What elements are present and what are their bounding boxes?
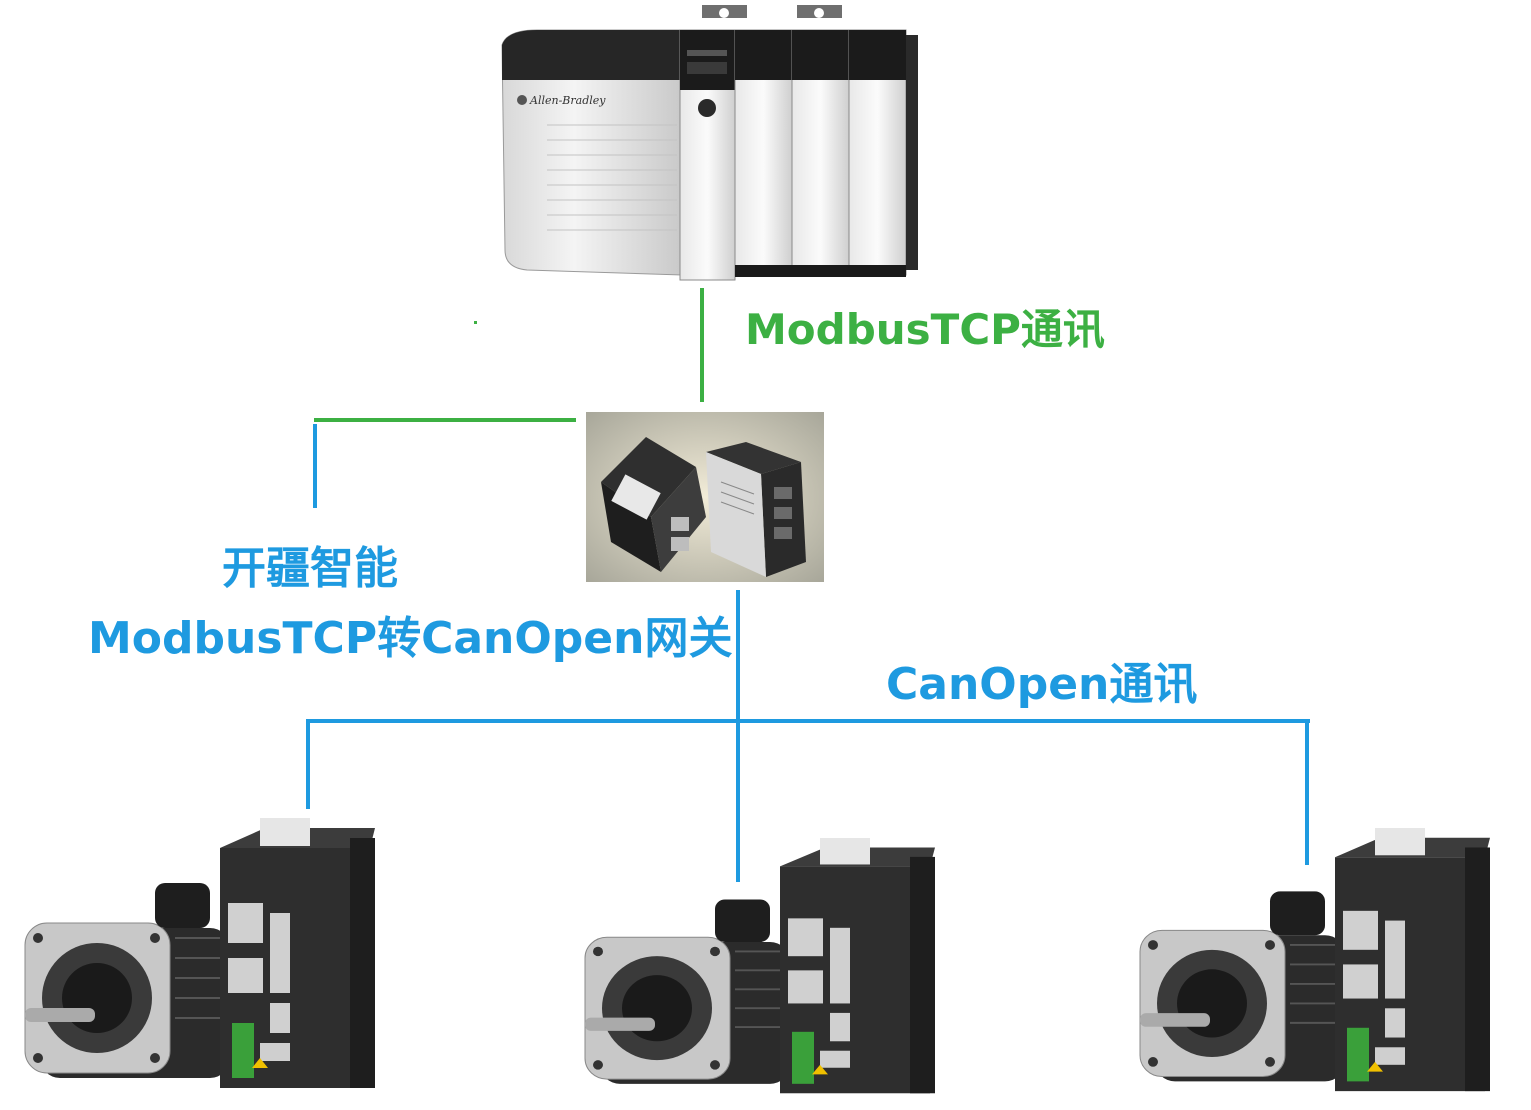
servo-motor-icon (24, 883, 230, 1078)
servo-set-3 (1139, 828, 1490, 1092)
gateway-device-icon (586, 412, 824, 582)
gateway-label: ModbusTCP转CanOpen网关 (88, 613, 733, 664)
servo-drive-icon (1335, 828, 1490, 1092)
dot-marker (474, 321, 477, 324)
servo-motor-icon (584, 899, 790, 1084)
servo-motor-icon (1139, 891, 1345, 1082)
servo-set-2 (584, 838, 935, 1094)
canopen-comm-label: CanOpen通讯 (886, 659, 1198, 710)
servo-drive-icon (780, 838, 935, 1094)
canopen-bus-horizontal (306, 719, 1310, 723)
modbus-link-vertical (700, 288, 704, 402)
servo-set-1 (24, 818, 375, 1088)
modbus-link-horizontal (314, 418, 576, 422)
plc-brand: Allen-Bradley (529, 94, 606, 107)
canopen-drop-left (306, 719, 310, 809)
canopen-trunk-vertical (736, 590, 740, 882)
modbus-comm-label: ModbusTCP通讯 (745, 305, 1105, 354)
canopen-link-left-stub (313, 424, 317, 508)
canopen-drop-right (1305, 719, 1309, 865)
company-label: 开疆智能 (222, 543, 398, 594)
servo-drive-icon (220, 818, 375, 1088)
plc-rack-icon: Allen-Bradley (501, 5, 918, 281)
